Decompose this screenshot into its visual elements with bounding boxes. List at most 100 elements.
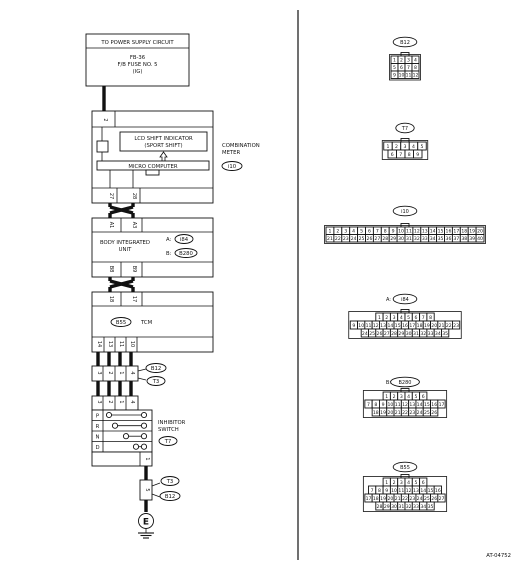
connector-id-i84: i84 — [401, 297, 409, 303]
connector-id-t7: T7 — [401, 126, 408, 132]
pin-number: 23 — [343, 236, 349, 242]
ground-pin: 5 — [144, 488, 150, 491]
pin-number: 1 — [385, 480, 388, 486]
biu-connector-a-badge — [174, 234, 194, 244]
tcm-connector-badge — [110, 317, 132, 327]
pin-number: 38 — [461, 236, 467, 242]
pin-number: 11 — [406, 72, 412, 78]
pin-number: 6 — [422, 394, 425, 400]
pin-cell — [437, 493, 446, 503]
pin-number: 3 — [400, 394, 403, 400]
pin-number: 35 — [442, 331, 448, 337]
pin-number: 19 — [424, 323, 430, 329]
pin-number: 11 — [366, 323, 372, 329]
pin-number: 2 — [393, 394, 396, 400]
pin-number: 18 — [417, 323, 423, 329]
pin-number: 36 — [446, 236, 452, 242]
pin-number: 28 — [377, 504, 383, 510]
pin-number: 8 — [384, 228, 387, 234]
meter-label-2: METER — [222, 150, 240, 156]
wires-biu-tcm — [108, 277, 135, 292]
switch-label-2: SWITCH — [158, 427, 179, 433]
fuse-line-3: (IG) — [133, 69, 143, 75]
pin-number: 20 — [387, 496, 393, 502]
pin-number: 15 — [428, 488, 434, 494]
pin-number: 4 — [407, 394, 410, 400]
pin-number: 3 — [400, 480, 403, 486]
pin-number: 26 — [367, 236, 373, 242]
switch-pin-bottom: 1 — [144, 457, 150, 460]
micro-computer-label: MICRO COMPUTER — [128, 164, 177, 170]
pin-number: 25 — [369, 331, 375, 337]
pin-number: 17 — [439, 402, 445, 408]
switch-connector-id: T7 — [164, 439, 172, 445]
pin-number: 35 — [428, 504, 434, 510]
pin-number: 10 — [398, 228, 404, 234]
ground-b12-badge — [159, 491, 181, 501]
pin-number: 18 — [373, 410, 379, 416]
pin-number: 30 — [391, 504, 397, 510]
pin-number: 29 — [398, 331, 404, 337]
switch-row-n: N — [96, 435, 100, 441]
ground-t3-badge — [160, 476, 180, 486]
harness-pin-4: 4 — [129, 371, 135, 374]
fuse-line-2: F/B FUSE NO. 5 — [117, 62, 157, 68]
inhibitor-switch: P R N D INHIBITOR SWITCH T7 1 — [91, 409, 186, 467]
pin-number: 22 — [446, 323, 452, 329]
pin-cell — [452, 320, 461, 330]
pin-number: 3 — [393, 315, 396, 321]
pin-cell — [475, 234, 485, 243]
wires-harness-switch: 3 2 1 4 — [91, 381, 139, 411]
pin-cell — [441, 328, 450, 338]
pin-number: 27 — [439, 496, 445, 502]
tcm-name: TCM — [140, 320, 153, 326]
pin-number: 37 — [453, 236, 459, 242]
pin-number: 27 — [384, 331, 390, 337]
pin-number: 23 — [453, 323, 459, 329]
pin-number: 6 — [422, 480, 425, 486]
meter-pin-2: 2 — [102, 118, 108, 121]
pin-number: 27 — [374, 236, 380, 242]
pin-number: 31 — [398, 504, 404, 510]
pin-number: 25 — [359, 236, 365, 242]
connector-id-b12: B12 — [400, 40, 410, 46]
lcd-shift-indicator — [119, 131, 208, 152]
pin-number: 9 — [416, 152, 419, 158]
tcm-pin-18: 18 — [108, 296, 114, 302]
pin-number: 22 — [335, 236, 341, 242]
switch-row-d: D — [95, 445, 99, 451]
pin-number: 4 — [414, 57, 417, 63]
pin-number: 26 — [431, 496, 437, 502]
biu-pin-a3: A3 — [131, 222, 137, 229]
tcm-pin-17: 17 — [131, 296, 137, 302]
meter-connector-id: i10 — [228, 164, 237, 170]
biu-name-2: UNIT — [119, 247, 132, 253]
pin-number: 12 — [373, 323, 379, 329]
pin-number: 3 — [344, 228, 347, 234]
pin-number: 32 — [420, 331, 426, 337]
pin-number: 16 — [435, 488, 441, 494]
pin-number: 25 — [424, 496, 430, 502]
pin-number: 7 — [407, 65, 410, 71]
pin-number: 19 — [469, 228, 475, 234]
pin-number: 9 — [352, 323, 355, 329]
wires-meter-biu — [108, 203, 135, 218]
pin-number: 4 — [407, 480, 410, 486]
pin-number: 11 — [406, 228, 412, 234]
pin-number: 20 — [387, 410, 393, 416]
pin-number: 3 — [404, 144, 407, 150]
pin-number: 33 — [428, 331, 434, 337]
pin-cell — [437, 399, 446, 409]
connector-id-i10: i10 — [401, 209, 409, 215]
switch-connector-badge — [158, 436, 178, 446]
pin-number: 24 — [417, 410, 423, 416]
biu-pin-b8: B8 — [108, 266, 114, 273]
pin-number: 6 — [400, 65, 403, 71]
pin-number: 30 — [398, 236, 404, 242]
pin-number: 2 — [336, 228, 339, 234]
pin-number: 15 — [438, 228, 444, 234]
pin-number: 26 — [431, 410, 437, 416]
